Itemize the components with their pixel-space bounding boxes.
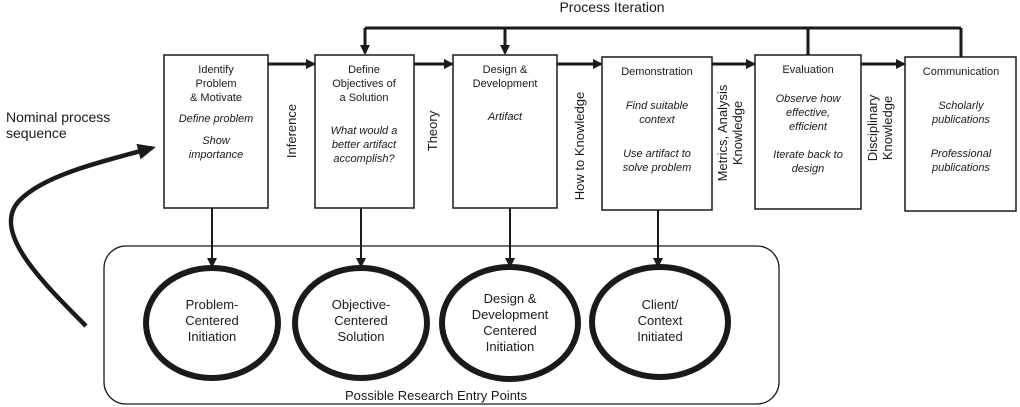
entry-points-label: Possible Research Entry Points [345,388,528,403]
entry-point-line: Centered [483,323,536,338]
connector-label-theory: Theory [425,110,440,151]
activity-detail: Artifact [487,111,523,123]
svg-text:DisciplinaryKnowledge: DisciplinaryKnowledge [865,94,895,161]
entry-points-container [103,245,780,405]
activity-title-line: Identify [198,64,234,76]
nominal-process-label-line: sequence [6,125,67,141]
entry-point-line: Context [638,313,683,328]
activity-detail: efficient [789,121,828,133]
activity-title-line: & Motivate [190,92,242,104]
activity-detail: importance [189,149,243,161]
connector-label-inference: Inference [284,104,299,158]
connector-label-knowledge: Knowledge [730,101,745,165]
activity-detail: Show [202,135,231,147]
activity-box-communication: Communication Scholarly publications Prof… [904,56,1017,212]
activity-title-line: Problem [196,78,237,90]
activity-detail: better artifact [332,139,397,151]
entry-point-line: Development [472,307,549,322]
activity-detail: Define problem [179,113,254,125]
connector-label-knowledge: Knowledge [880,96,895,160]
entry-point-line: Initiated [637,329,683,344]
activity-detail: Scholarly [938,100,985,112]
activity-detail: Observe how [776,93,842,105]
entry-point-line: Initiation [486,339,534,354]
activity-title-line: Communication [923,66,999,78]
connector-label-metrics-analysis: Metrics, Analysis [715,84,730,181]
activity-detail: Use artifact to [623,148,691,160]
activity-title-line: Demonstration [621,66,693,78]
activity-detail: context [639,114,675,126]
activity-title-line: Development [473,78,538,90]
entry-point-line: Initiation [188,329,236,344]
activity-title-line: Objectives of [332,78,397,90]
activity-detail: Iterate back to [773,149,843,161]
entry-point-arrows [207,208,663,268]
activity-detail: design [792,163,824,175]
process-iteration-label: Process Iteration [559,0,664,15]
activity-detail: What would a [331,125,398,137]
entry-point-line: Problem- [186,297,239,312]
nominal-process-label-line: Nominal process [6,109,110,125]
svg-text:Design &Development: Design & Development [473,64,538,90]
activity-detail: Find suitable [626,100,688,112]
svg-text:Metrics, AnalysisKnowledge: Metrics, AnalysisKnowledge [715,84,745,181]
connector-label-disciplinary: Disciplinary [865,94,880,161]
activity-title-line: Evaluation [782,64,833,76]
iteration-feedback-lines [360,26,963,57]
activity-detail: accomplish? [333,153,395,165]
entry-point-line: Client/ [642,297,679,312]
activity-detail: effective, [786,107,830,119]
activity-detail: Professional [931,148,992,160]
activity-detail: publications [931,114,991,126]
entry-point-line: Design & [484,291,537,306]
connector-label-how-to-knowledge: How to Knowledge [572,92,587,200]
nominal-sequence-curved-arrow [8,143,156,328]
activity-box-demonstration: Demonstration Find suitable context Use a… [601,56,713,211]
entry-point-line: Centered [185,313,238,328]
entry-point-line: Solution [338,329,385,344]
activity-title-line: Design & [483,64,528,76]
activity-box-evaluation: Evaluation Observe how effective, efficien… [754,54,862,210]
entry-point-line: Centered [334,313,387,328]
activity-title-line: a Solution [340,92,389,104]
activity-detail: solve problem [623,162,691,174]
activity-detail: publications [931,162,991,174]
activity-box-design-development: Design & Development Artifact [452,54,558,209]
activity-title-line: Define [348,64,380,76]
entry-point-line: Objective- [332,297,391,312]
